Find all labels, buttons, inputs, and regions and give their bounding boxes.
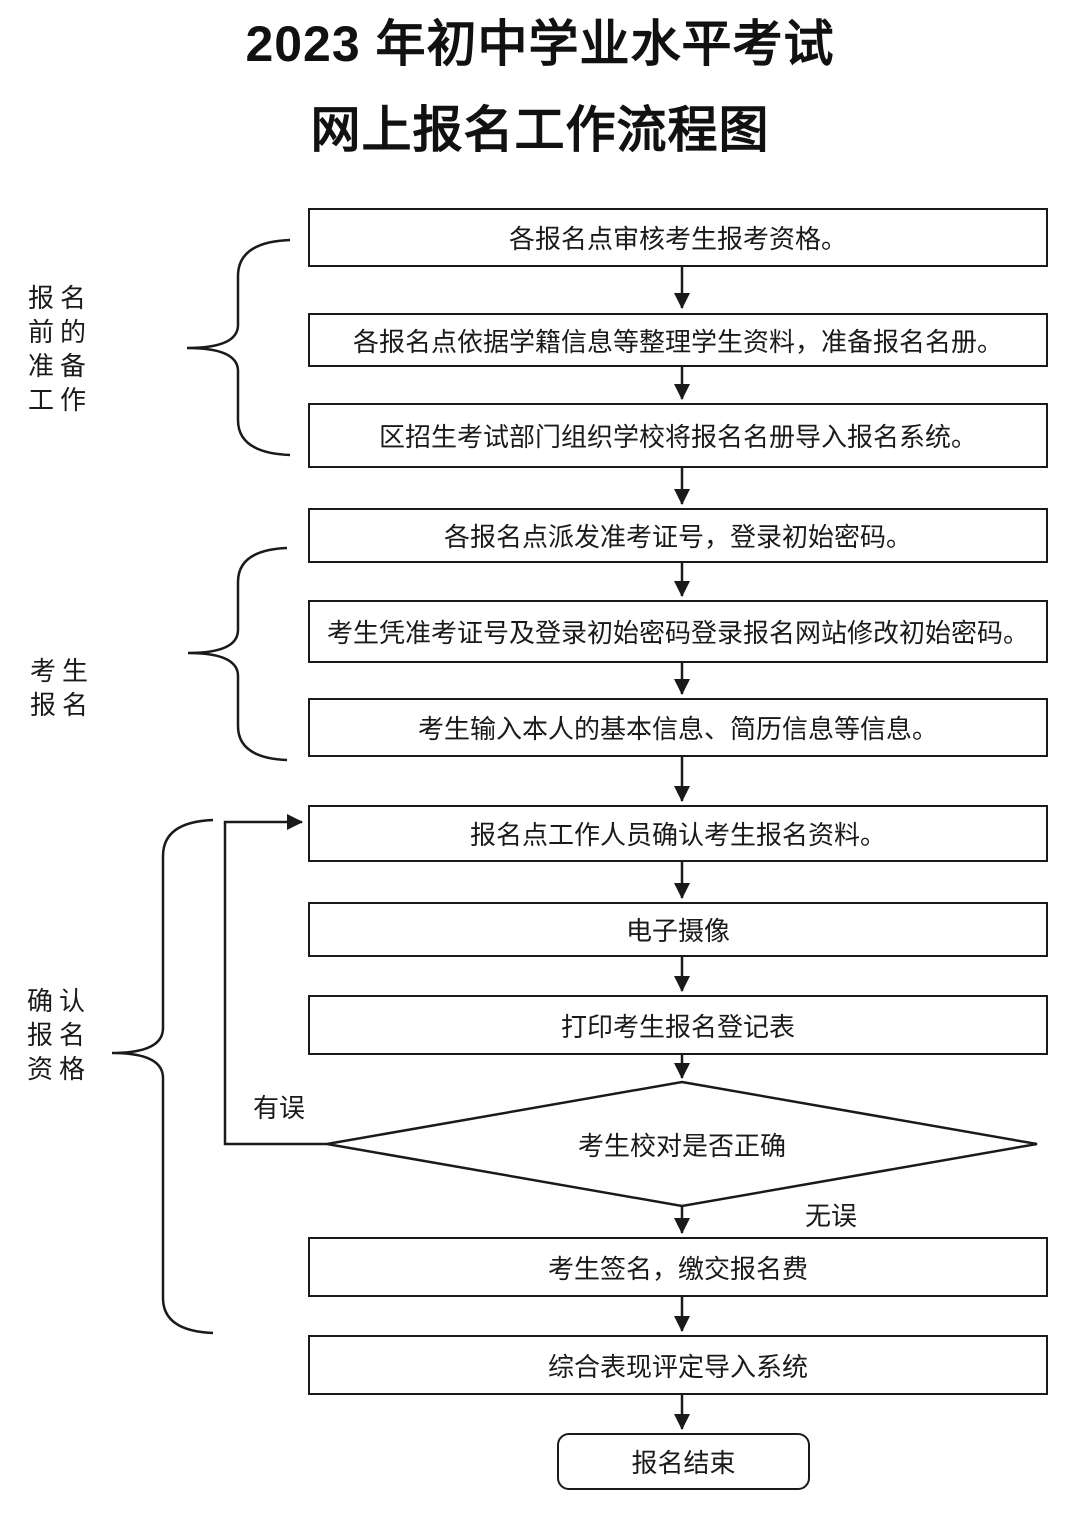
step-box-enter-info: 考生输入本人的基本信息、简历信息等信息。 (308, 698, 1048, 757)
section-label-confirmation: 确认 报名 资格 (27, 987, 92, 1084)
step-box-import-roster: 区招生考试部门组织学校将报名名册导入报名系统。 (308, 403, 1048, 468)
step-box-prepare-roster: 各报名点依据学籍信息等整理学生资料，准备报名名册。 (308, 313, 1048, 367)
step-box-comprehensive-import: 综合表现评定导入系统 (308, 1335, 1048, 1395)
brace-section-registration (187, 546, 288, 762)
section-label-preparation: 报名 前的 准备 工作 (28, 284, 93, 415)
brace-section-preparation (186, 238, 291, 457)
page-title-line2: 网上报名工作流程图 (310, 102, 770, 158)
step-box-sign-pay-fee: 考生签名，缴交报名费 (308, 1237, 1048, 1297)
branch-label-ok: 无误 (805, 1202, 858, 1231)
step-box-confirm-materials: 报名点工作人员确认考生报名资料。 (308, 805, 1048, 862)
step-box-login-change-password: 考生凭准考证号及登录初始密码登录报名网站修改初始密码。 (308, 600, 1048, 663)
step-box-issue-exam-number: 各报名点派发准考证号，登录初始密码。 (308, 508, 1048, 563)
step-box-electronic-photo: 电子摄像 (308, 902, 1048, 957)
section-label-registration: 考生 报名 (30, 657, 95, 720)
step-box-print-form: 打印考生报名登记表 (308, 995, 1048, 1055)
end-terminator-box: 报名结束 (557, 1433, 810, 1490)
branch-label-error: 有误 (253, 1094, 306, 1123)
step-box-audit-qualification: 各报名点审核考生报考资格。 (308, 208, 1048, 267)
brace-section-confirmation (111, 818, 214, 1335)
page-title-line1: 2023 年初中学业水平考试 (245, 16, 835, 72)
decision-diamond-label: 考生校对是否正确 (577, 1131, 786, 1161)
